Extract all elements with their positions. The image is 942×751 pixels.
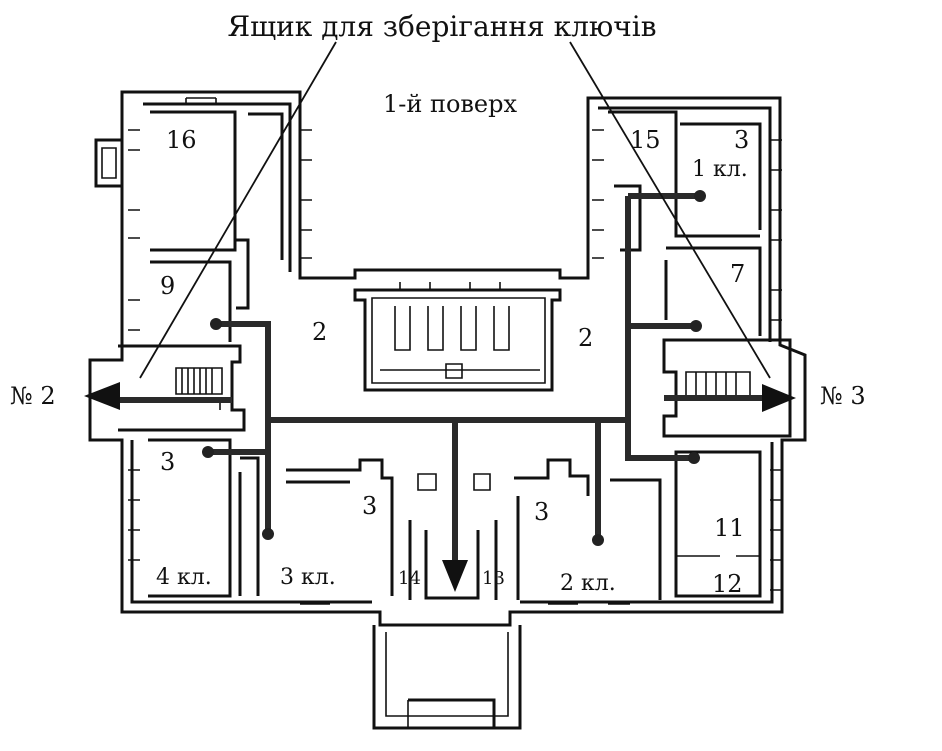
exit-left-label: № 2 <box>10 382 56 410</box>
arrow-right-icon <box>762 384 796 412</box>
room-3-top-right: 3 <box>734 126 749 154</box>
room-3-center: 3 <box>362 492 377 520</box>
route-start-dot <box>688 452 700 464</box>
class-3: 3 кл. <box>280 565 336 590</box>
title: Ящик для зберігання ключів <box>227 10 656 43</box>
assembly-dots <box>202 190 706 546</box>
room-11: 11 <box>714 514 745 542</box>
exit-arrows <box>84 382 796 592</box>
entrance-porch <box>372 625 522 730</box>
room-3-left: 3 <box>160 448 175 476</box>
arrow-left-icon <box>84 382 120 410</box>
room-12: 12 <box>712 570 743 598</box>
room-3-right: 3 <box>534 498 549 526</box>
central-block <box>353 282 562 392</box>
corridor-right: 2 <box>578 324 593 352</box>
interior-walls <box>118 110 792 600</box>
route-start-dot <box>690 320 702 332</box>
exit-right-label: № 3 <box>820 382 866 410</box>
route-start-dot <box>592 534 604 546</box>
room-13: 13 <box>482 568 505 589</box>
route-start-dot <box>202 446 214 458</box>
corridor-left: 2 <box>312 318 327 346</box>
evacuation-routes <box>118 193 770 560</box>
route-start-dot <box>262 528 274 540</box>
floor-label: 1-й поверх <box>383 90 518 118</box>
room-7: 7 <box>730 260 745 288</box>
arrow-down-icon <box>442 560 468 592</box>
room-9: 9 <box>160 272 175 300</box>
room-14: 14 <box>398 568 421 589</box>
class-1: 1 кл. <box>692 157 748 182</box>
route-start-dot <box>210 318 222 330</box>
room-15: 15 <box>630 126 661 154</box>
outer-walls <box>88 90 807 627</box>
class-4: 4 кл. <box>156 565 212 590</box>
room-16: 16 <box>166 126 197 154</box>
route-start-dot <box>694 190 706 202</box>
class-2: 2 кл. <box>560 571 616 596</box>
leader-lines <box>139 41 771 379</box>
